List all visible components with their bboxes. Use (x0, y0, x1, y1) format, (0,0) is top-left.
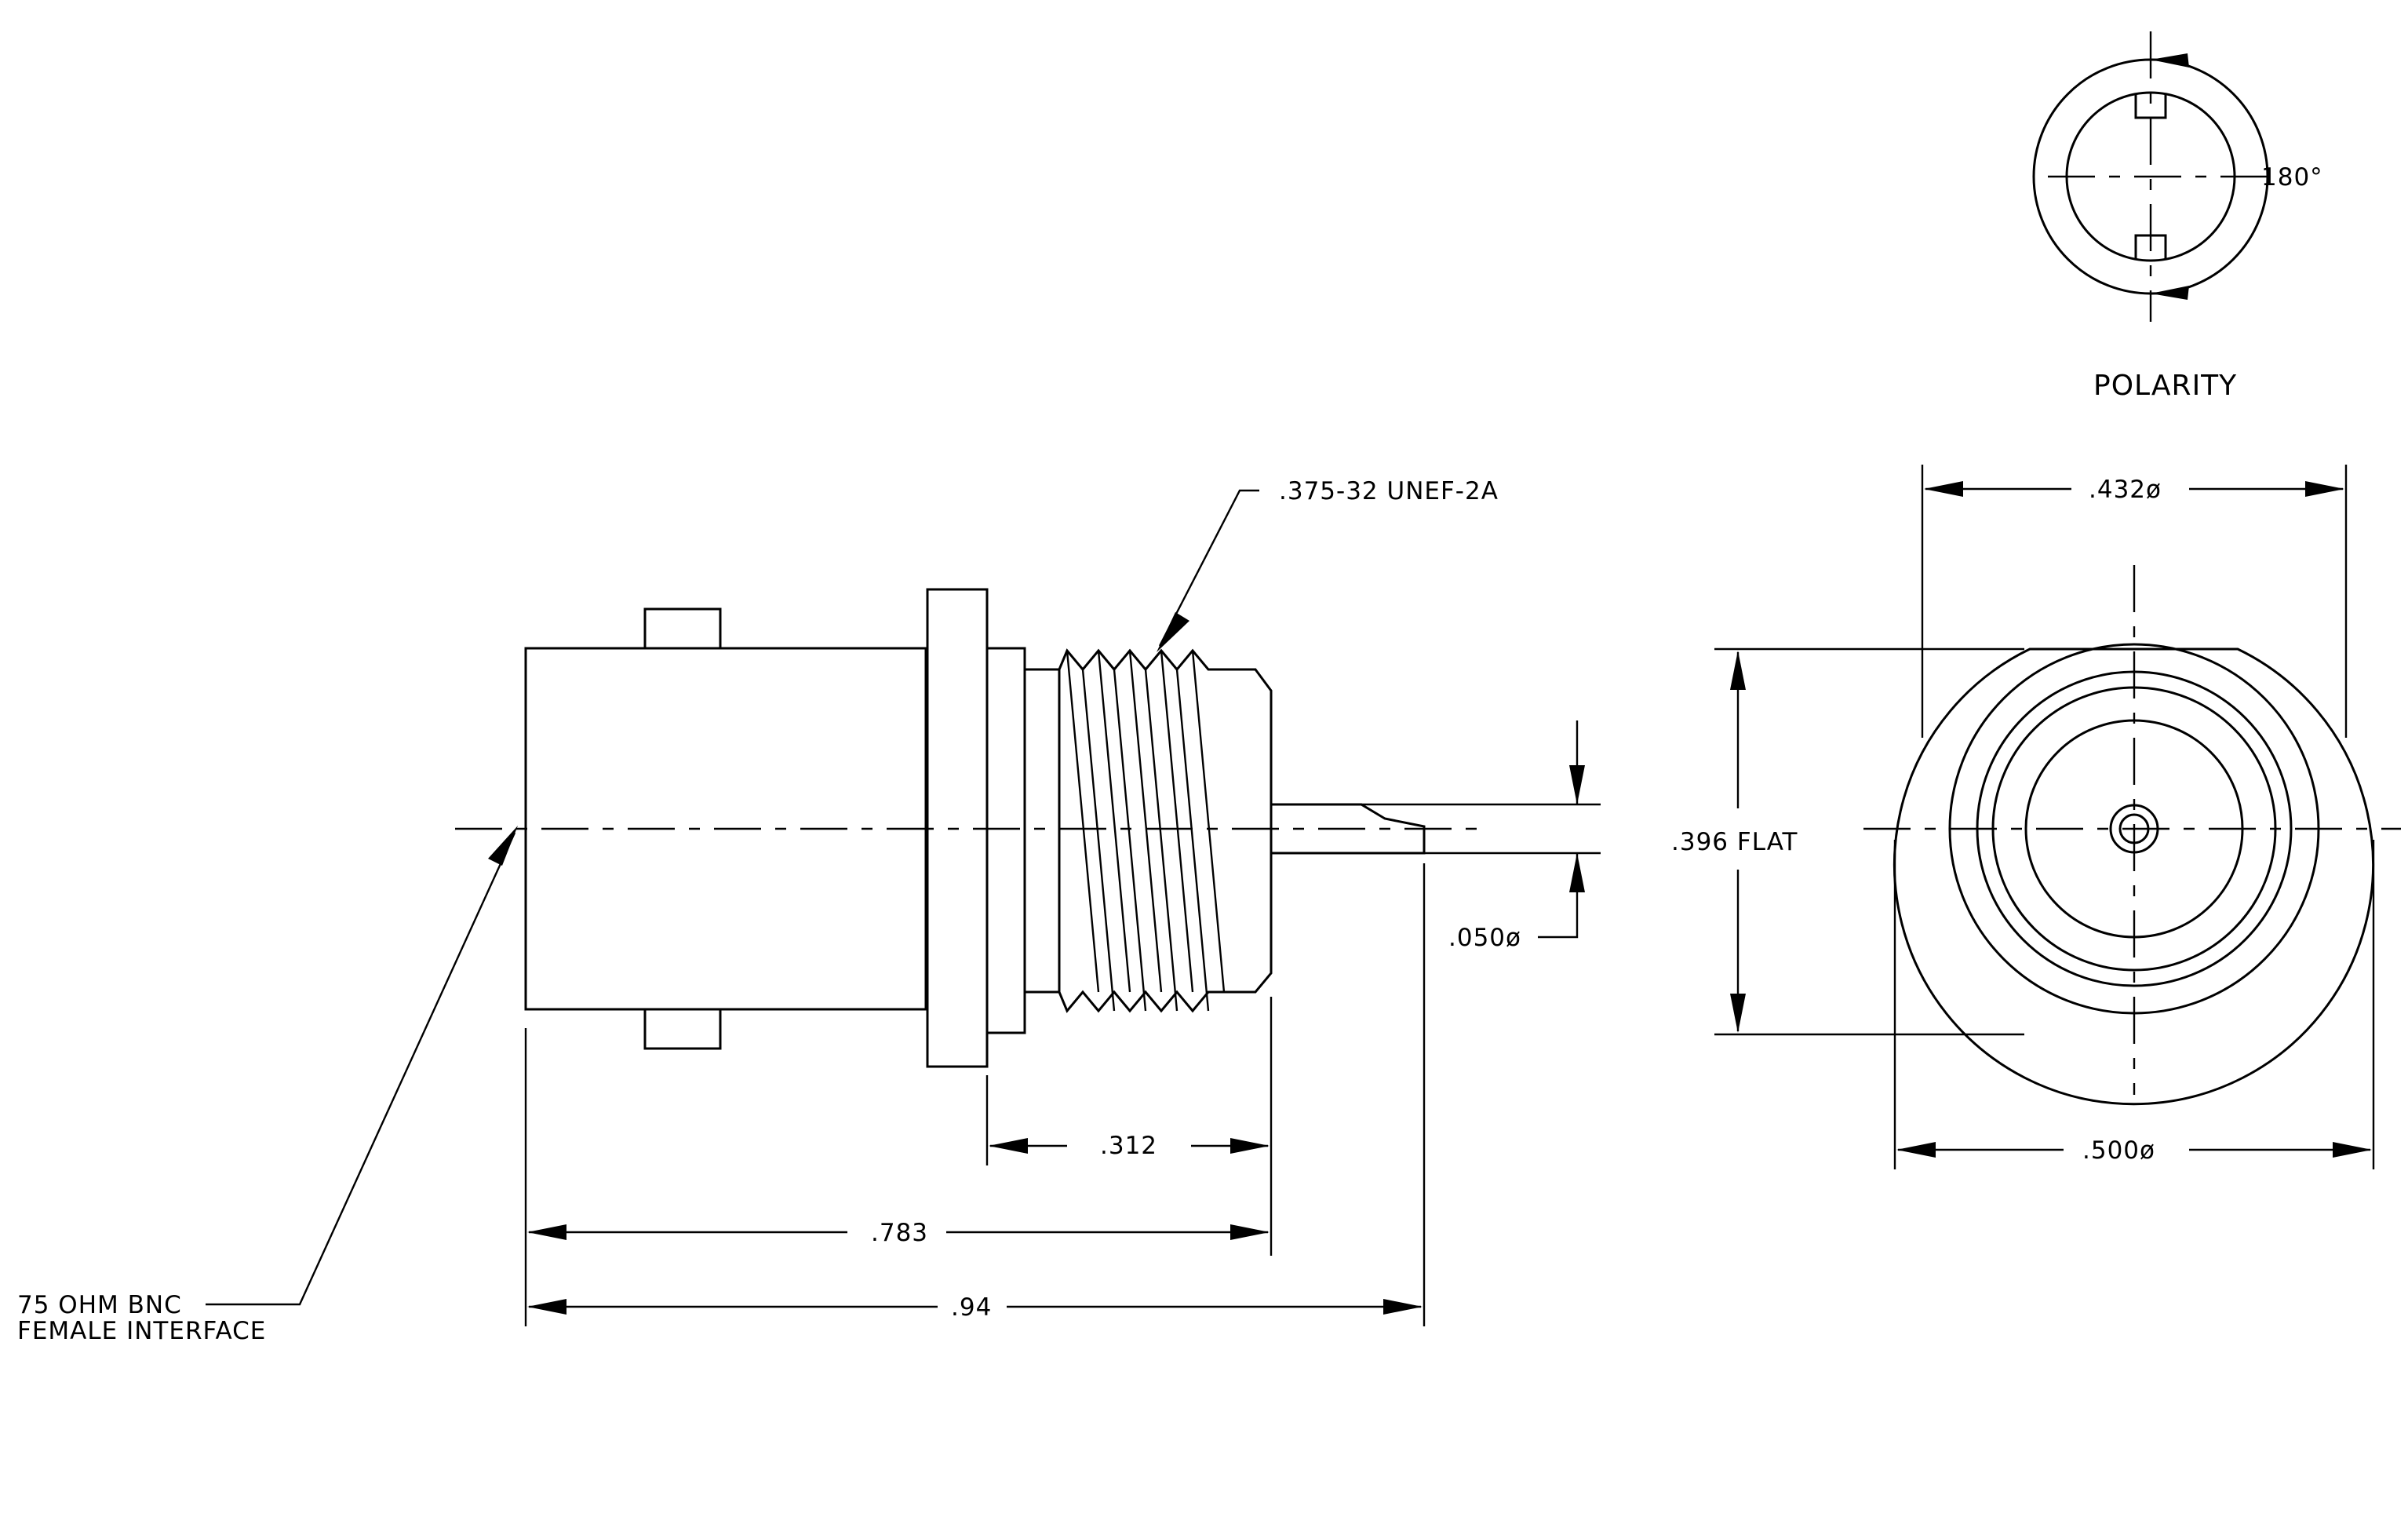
pin-diameter-dimension (1291, 720, 1601, 939)
interface-label-line2: FEMALE INTERFACE (17, 1317, 266, 1345)
thread-leader (1157, 489, 1259, 652)
pin-diameter-label: .050ø (1448, 924, 1521, 952)
polarity-view (2032, 31, 2270, 322)
body-length-dimension (527, 1224, 1270, 1240)
interface-label-line1: 75 OHM BNC (17, 1291, 182, 1319)
body-length-label: .783 (871, 1219, 928, 1247)
outer-diameter-label: .500ø (2082, 1136, 2155, 1165)
overall-length-dimension (527, 1299, 1423, 1315)
flange-diameter-label: .432ø (2089, 476, 2162, 504)
extension-lines (524, 863, 1426, 1326)
front-view (1863, 565, 2401, 1106)
interface-leader (206, 826, 518, 1306)
flat-dimension (1714, 647, 2024, 1036)
overall-length-label: .94 (951, 1293, 992, 1322)
polarity-angle: 180° (2261, 163, 2323, 191)
thread-callout: .375-32 UNEF-2A (1279, 477, 1499, 505)
polarity-title: POLARITY (2093, 370, 2237, 402)
side-view (455, 588, 1491, 1068)
thread-length-dimension (989, 1138, 1270, 1154)
flat-label: .396 FLAT (1671, 828, 1798, 856)
outer-diameter-dimension (1893, 840, 2375, 1169)
thread-length-label: .312 (1100, 1132, 1157, 1160)
flange-diameter-dimension (1921, 465, 2348, 738)
